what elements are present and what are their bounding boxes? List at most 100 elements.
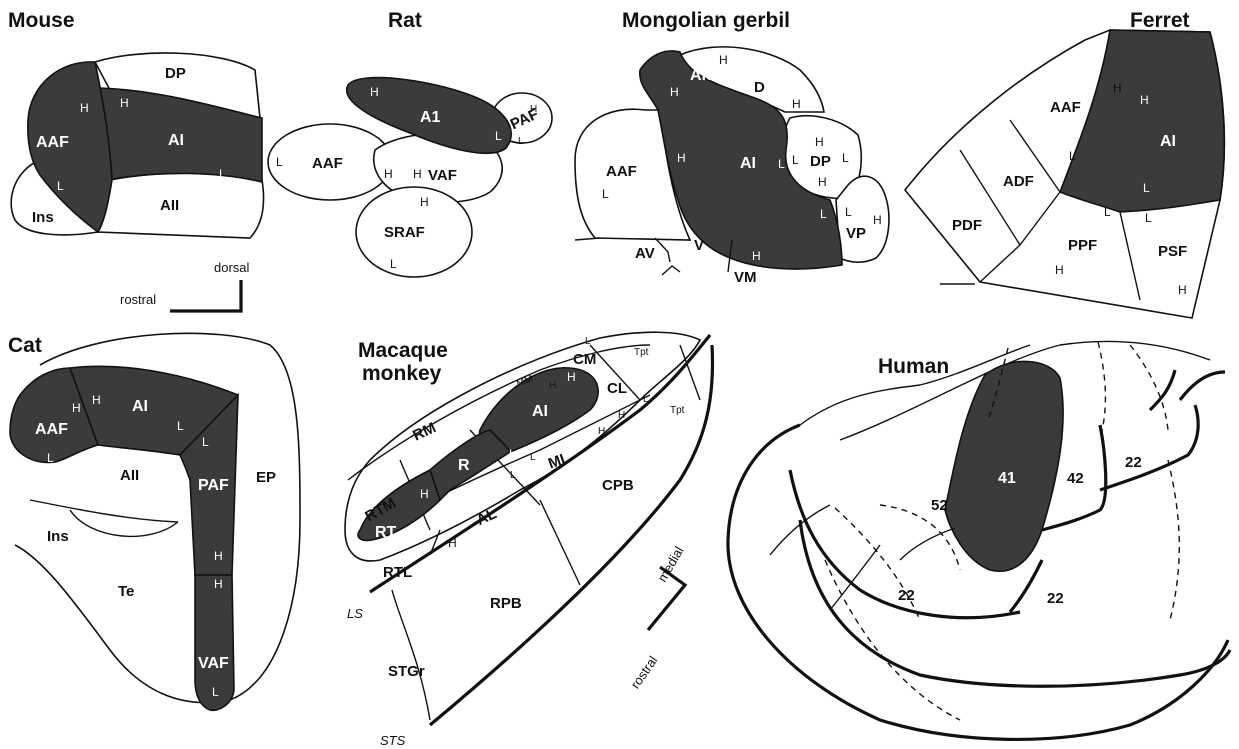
cat-label-vaf: VAF	[198, 655, 229, 672]
macaque-marker-l: L	[510, 470, 516, 481]
gerbil-marker-h: H	[792, 97, 801, 111]
gerbil-panel: Mongolian gerbil AId D AI AAF DP VP AV V…	[575, 9, 889, 286]
gerbil-label-dp: DP	[810, 153, 831, 170]
cat-label-paf: PAF	[198, 477, 229, 494]
gerbil-sulcus-line	[655, 238, 670, 262]
human-label-22: 22	[1125, 454, 1142, 471]
cat-label-ins: Ins	[47, 528, 69, 545]
gerbil-label-aaf: AAF	[606, 163, 637, 180]
macaque-label-rtl: RTL	[383, 564, 412, 581]
mouse-marker-h: H	[120, 96, 129, 110]
cat-panel: Cat AAF AI AII PAF EP Ins Te VAF H H L L…	[8, 333, 300, 710]
orientation-compass-top: dorsal rostral	[120, 260, 250, 311]
macaque-label-rt: RT	[375, 524, 397, 541]
macaque-label-tpt-bottom: Tpt	[670, 405, 685, 416]
mouse-label-aii: AII	[160, 197, 179, 214]
rat-marker-h: H	[384, 167, 393, 181]
cat-label-ai: AI	[132, 398, 148, 415]
orientation-rostral-label-bottom: rostral	[628, 653, 661, 691]
orientation-rostral-label: rostral	[120, 292, 156, 307]
rat-marker-h: H	[370, 85, 379, 99]
macaque-title-line1: Macaque	[358, 339, 448, 362]
macaque-title-line2: monkey	[362, 362, 442, 385]
macaque-marker-h: H	[448, 536, 457, 550]
mouse-title: Mouse	[8, 9, 75, 32]
cat-marker-l: L	[47, 451, 54, 465]
rat-marker-h: H	[420, 195, 429, 209]
cat-marker-h: H	[214, 549, 223, 563]
human-label-42: 42	[1067, 470, 1084, 487]
gerbil-title: Mongolian gerbil	[622, 9, 790, 32]
gerbil-marker-l: L	[820, 207, 827, 221]
gerbil-label-ai: AI	[740, 155, 756, 172]
macaque-label-r: R	[458, 457, 470, 474]
macaque-marker-h: H	[549, 380, 556, 391]
macaque-label-tpt-top: Tpt	[634, 347, 649, 358]
rat-title: Rat	[388, 9, 422, 32]
rat-marker-h: H	[530, 104, 537, 115]
mouse-label-dp: DP	[165, 65, 186, 82]
mouse-marker-l: L	[219, 167, 226, 181]
macaque-label-ai: AI	[532, 403, 548, 420]
macaque-marker-l: L	[585, 336, 591, 347]
human-label-41: 41	[998, 470, 1016, 487]
macaque-marker-l: L	[530, 452, 536, 463]
gerbil-marker-h: H	[670, 85, 679, 99]
mouse-label-aaf: AAF	[36, 134, 69, 151]
gerbil-label-aid: AId	[690, 67, 716, 84]
ferret-label-aaf: AAF	[1050, 99, 1081, 116]
cat-title: Cat	[8, 334, 42, 357]
ferret-marker-h: H	[1113, 81, 1122, 95]
human-sulcus-line	[900, 528, 955, 560]
human-label-52: 52	[931, 497, 948, 514]
ferret-marker-h: H	[1055, 263, 1064, 277]
macaque-panel: Macaque monkey MM CM Tpt AI CL Tpt RM R …	[345, 332, 713, 748]
cat-label-te: Te	[118, 583, 134, 600]
gerbil-sulcus-line	[662, 266, 680, 275]
gerbil-marker-l: L	[842, 151, 849, 165]
macaque-marker-l: L	[643, 394, 649, 405]
mouse-panel: Mouse DP AAF AI AII Ins H H L L	[8, 9, 264, 238]
mouse-marker-h: H	[80, 101, 89, 115]
rat-marker-l: L	[276, 155, 283, 169]
gerbil-marker-h: H	[818, 175, 827, 189]
orientation-compass-bottom: medial rostral	[628, 544, 687, 692]
cat-label-aaf: AAF	[35, 421, 68, 438]
gerbil-label-vp: VP	[846, 225, 866, 242]
ferret-marker-l: L	[1104, 205, 1111, 219]
cat-marker-l: L	[212, 685, 219, 699]
gerbil-marker-h: H	[648, 151, 657, 165]
human-dashed-boundary	[1168, 460, 1179, 620]
mouse-label-ins: Ins	[32, 209, 54, 226]
macaque-marker-h: H	[567, 370, 576, 384]
macaque-marker-h: H	[598, 426, 605, 437]
human-area-41	[945, 361, 1063, 571]
mouse-aii-area	[98, 173, 264, 238]
gerbil-marker-h: H	[815, 135, 824, 149]
gerbil-label-d: D	[754, 79, 765, 96]
rat-label-vaf: VAF	[428, 167, 457, 184]
macaque-label-cpb: CPB	[602, 477, 634, 494]
rat-label-aaf: AAF	[312, 155, 343, 172]
human-dashed-boundary	[825, 560, 960, 720]
ferret-label-adf: ADF	[1003, 173, 1034, 190]
macaque-label-ls: LS	[347, 606, 363, 621]
ferret-marker-l: L	[1143, 181, 1150, 195]
gerbil-marker-l: L	[602, 187, 609, 201]
gerbil-marker-h: H	[752, 249, 761, 263]
ferret-marker-l: L	[1145, 211, 1152, 225]
human-panel: Human 52 41 42 22 22 22	[728, 341, 1230, 739]
mouse-label-ai: AI	[168, 132, 184, 149]
rat-marker-l: L	[390, 257, 397, 271]
macaque-label-cm: CM	[573, 351, 596, 368]
cat-marker-l: L	[202, 435, 209, 449]
rat-label-sraf: SRAF	[384, 224, 425, 241]
gerbil-marker-h: H	[677, 151, 686, 165]
ferret-label-psf: PSF	[1158, 243, 1187, 260]
rat-label-a1: A1	[420, 109, 441, 126]
macaque-label-rpb: RPB	[490, 595, 522, 612]
cat-marker-h: H	[72, 401, 81, 415]
rat-marker-l: L	[495, 129, 502, 143]
human-sulcus-line	[830, 545, 880, 610]
